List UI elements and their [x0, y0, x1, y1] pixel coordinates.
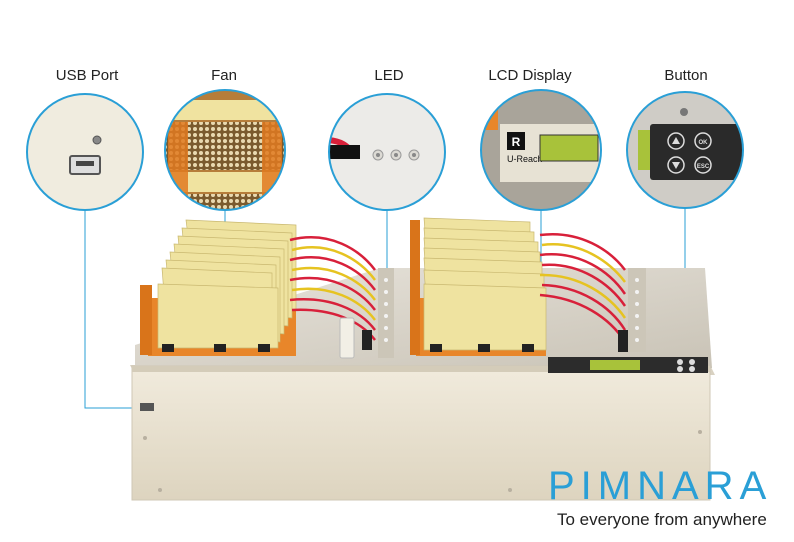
left-led-column: [362, 268, 394, 358]
label-lcd-display: LCD Display: [488, 67, 572, 84]
label-button: Button: [664, 67, 708, 84]
callout-lcd-display: R U-Reach: [480, 89, 602, 211]
lcd-brand-text: U-Reach: [507, 154, 543, 164]
chassis-usb-port: [140, 403, 154, 411]
label-fan: Fan: [211, 67, 237, 84]
front-control-panel: [548, 357, 708, 373]
esc-button-label: ESC: [697, 164, 710, 170]
callout-button: OK ESC: [626, 91, 744, 209]
ok-button-icon: [694, 132, 712, 150]
right-sata-cables: [539, 232, 627, 343]
svg-text:R: R: [512, 135, 521, 149]
brand-name: PIMNARA: [548, 464, 773, 508]
left-power-connectors: [339, 317, 355, 359]
left-drive-tray: [140, 219, 297, 356]
esc-button-icon: [694, 156, 712, 174]
label-led: LED: [374, 67, 404, 84]
right-drive-tray: [410, 217, 547, 356]
ok-button-label: OK: [699, 140, 709, 146]
brand-tagline: To everyone from anywhere: [557, 510, 767, 529]
callout-led: [328, 93, 446, 211]
callout-fan: [164, 89, 286, 211]
right-led-column: [618, 268, 646, 352]
callout-usb-port: [26, 93, 144, 211]
label-usb-port: USB Port: [55, 67, 119, 84]
lcd-screen: [539, 134, 599, 162]
